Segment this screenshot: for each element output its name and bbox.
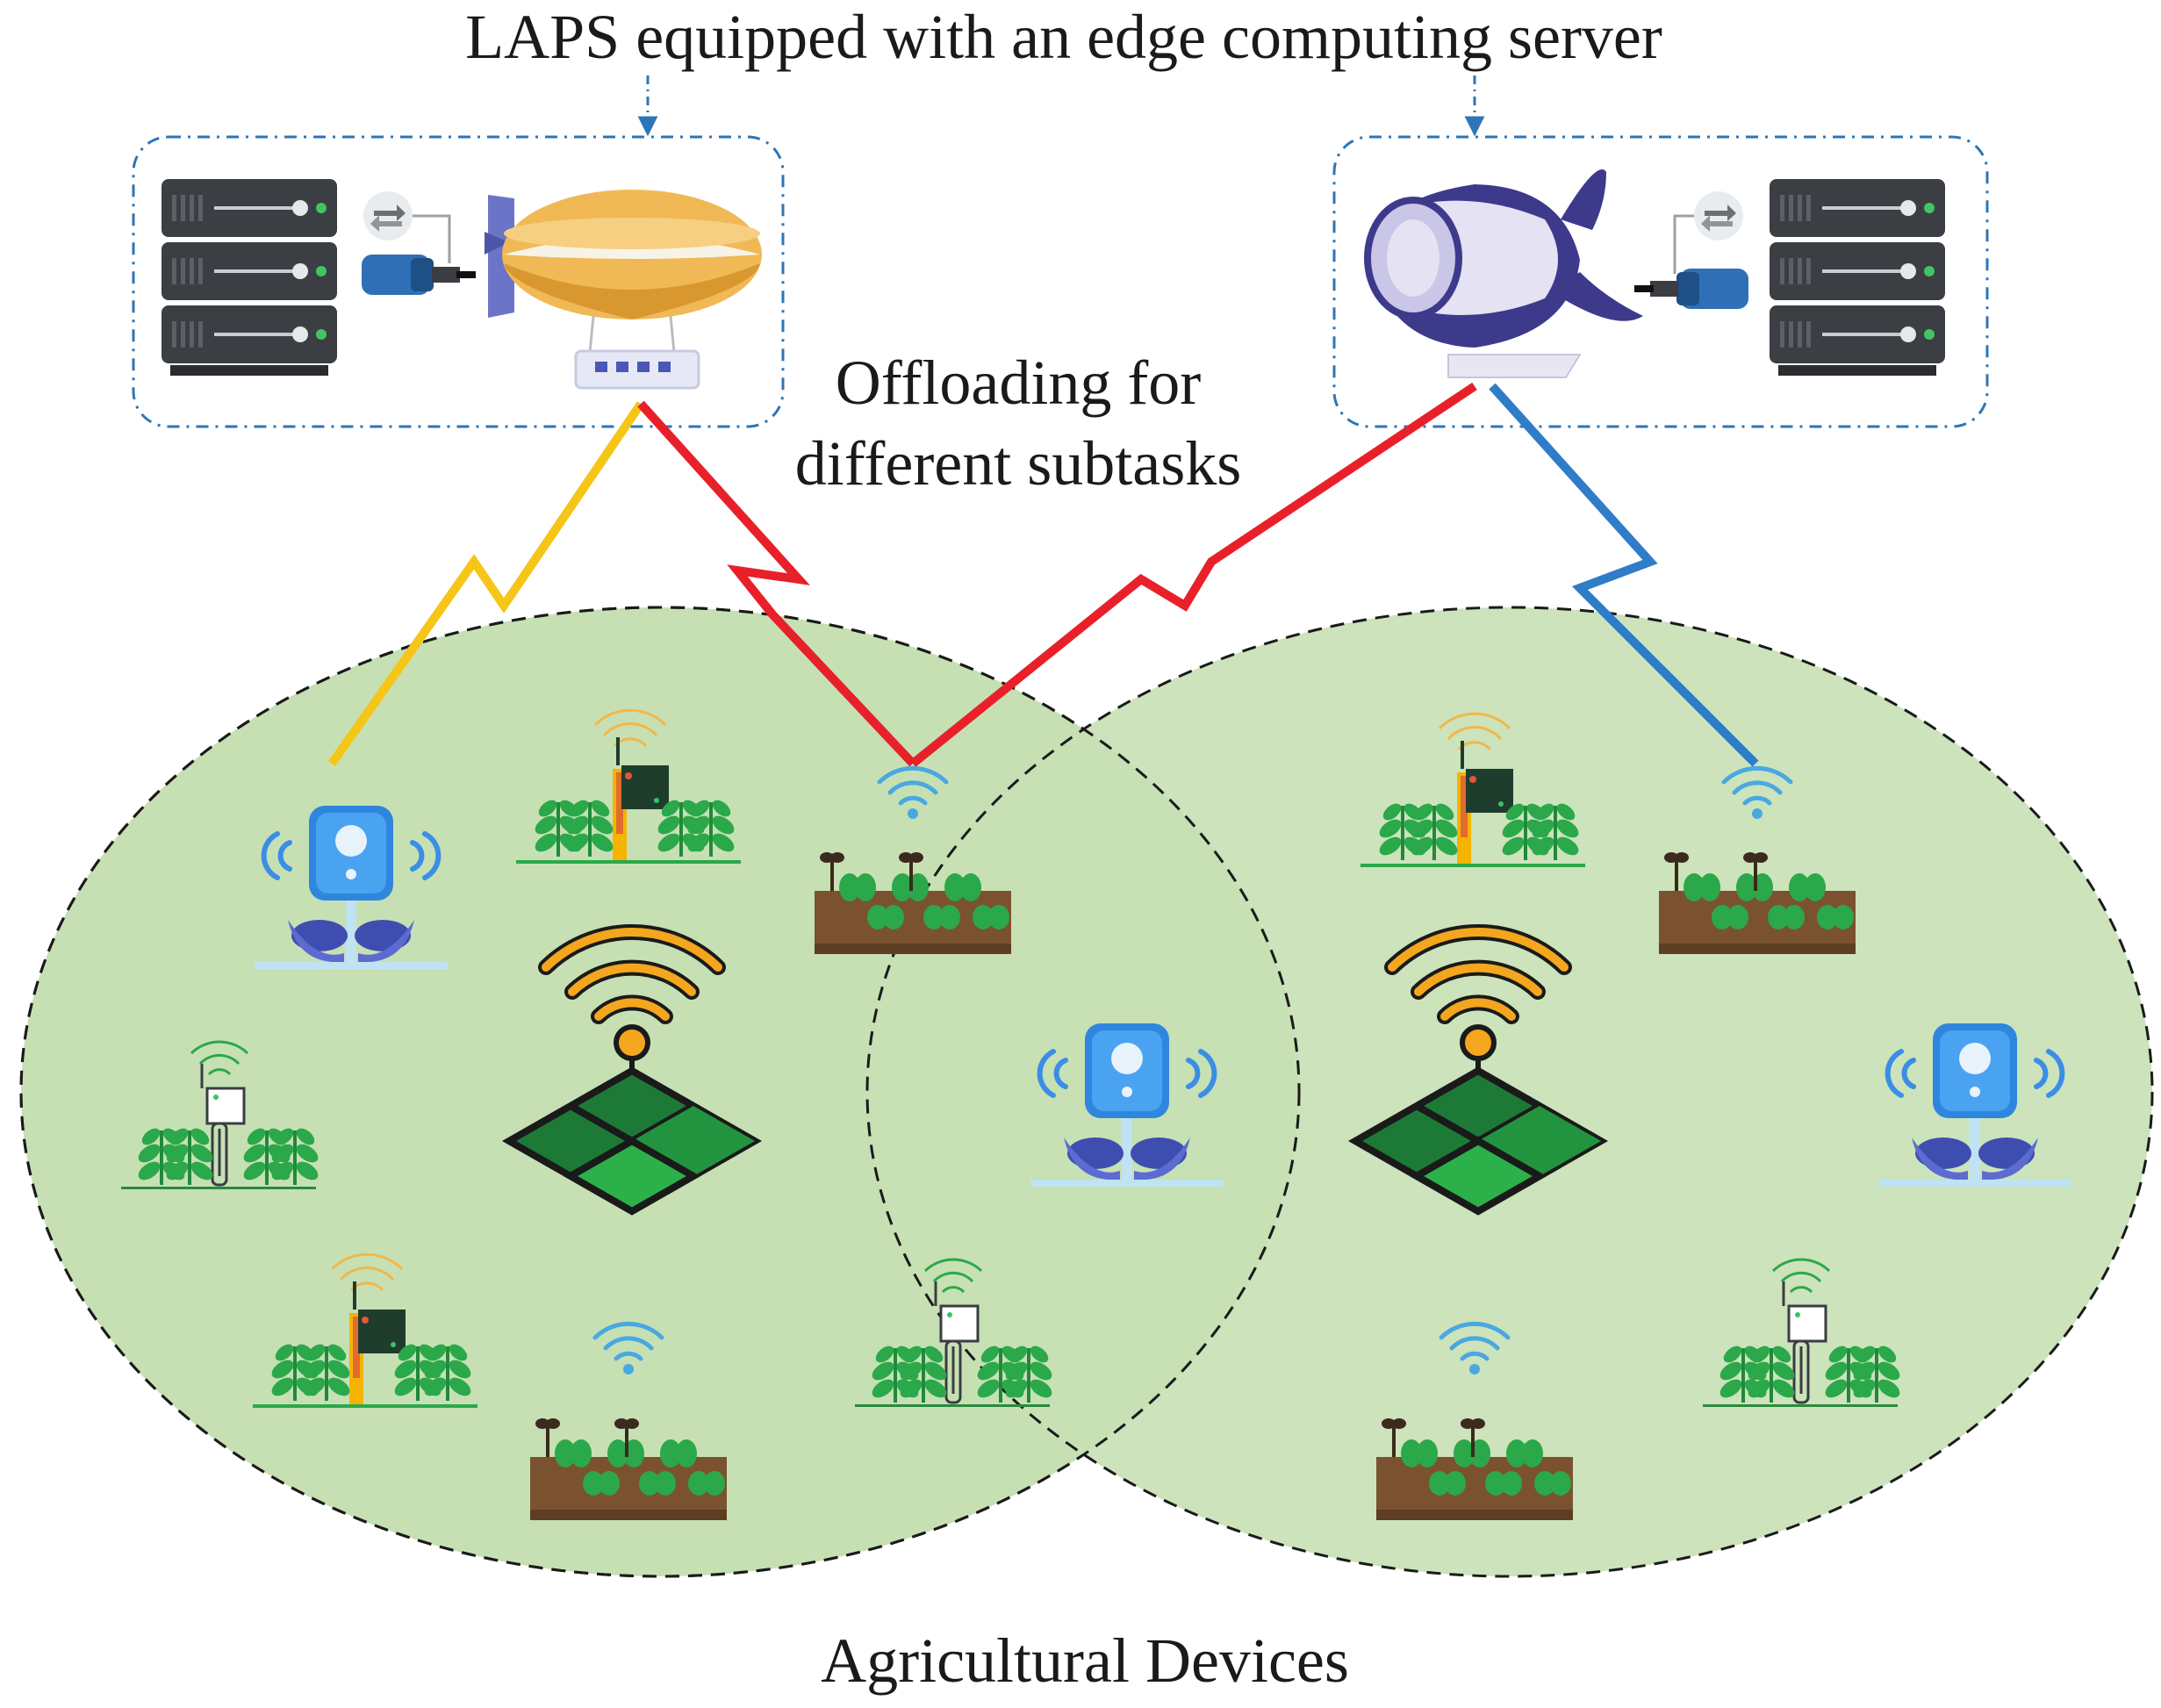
diagram-title: LAPS equipped with an edge computing ser… bbox=[465, 2, 1662, 72]
offloading-label-line1: Offloading for bbox=[836, 348, 1202, 418]
title-pointer-arrows bbox=[637, 75, 1485, 137]
offloading-label-line2: different subtasks bbox=[795, 428, 1242, 499]
network-cable-icon bbox=[362, 255, 476, 295]
airship-icon bbox=[485, 190, 762, 354]
network-transfer-icon bbox=[1694, 191, 1743, 240]
network-cable-icon bbox=[1634, 269, 1748, 309]
link-yellow bbox=[327, 401, 645, 766]
link-blue bbox=[1489, 383, 1759, 767]
agricultural-devices-label: Agricultural Devices bbox=[821, 1625, 1349, 1696]
network-transfer-icon bbox=[363, 191, 413, 240]
server-rack-icon bbox=[160, 177, 339, 377]
router-icon bbox=[574, 349, 700, 390]
airship-icon bbox=[1364, 169, 1643, 378]
server-rack-icon bbox=[1768, 177, 1947, 377]
network-cable-wire bbox=[413, 214, 451, 263]
link-red-right bbox=[909, 382, 1477, 767]
laps-box-left bbox=[132, 135, 785, 428]
laps-box-right bbox=[1332, 135, 1989, 428]
link-red-left bbox=[637, 400, 916, 767]
coverage-area-left-outline bbox=[19, 606, 1301, 1578]
